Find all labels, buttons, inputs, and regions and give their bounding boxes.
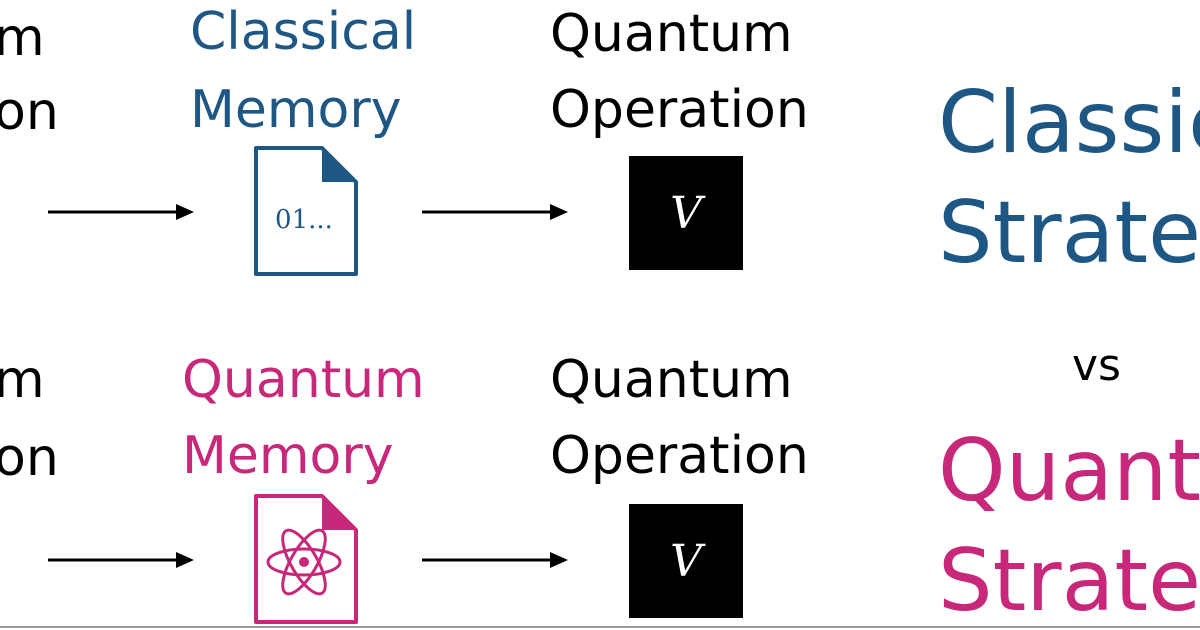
quantum-memory-label-line1: Quantum	[182, 350, 425, 410]
top-operation-box: V	[629, 156, 743, 270]
atom-document-icon	[254, 494, 358, 624]
document-text: 01...	[275, 205, 333, 235]
top-quantum-operation-line2: Operation	[550, 80, 809, 140]
bottom-left-arrow	[48, 552, 194, 568]
quantum-strategy-line2: Strateg	[938, 531, 1200, 630]
top-left-label-line1: m	[0, 8, 45, 68]
bottom-divider	[0, 626, 1200, 628]
bottom-middle-arrow	[422, 552, 568, 568]
classical-strategy-line2: Strateg	[938, 183, 1200, 283]
quantum-strategy-line1: Quantu	[938, 421, 1200, 521]
top-middle-arrow	[422, 204, 568, 220]
atom-icon	[266, 528, 342, 596]
bottom-operation-box: V	[629, 504, 743, 618]
bottom-left-label-line1: m	[0, 350, 45, 410]
top-quantum-operation-line1: Quantum	[550, 4, 793, 64]
top-operation-symbol: V	[670, 187, 702, 239]
bottom-operation-symbol: V	[670, 535, 702, 587]
classical-memory-label-line2: Memory	[190, 80, 402, 140]
bottom-quantum-operation-line1: Quantum	[550, 350, 793, 410]
top-left-label-line2: on	[0, 82, 59, 142]
top-left-arrow	[48, 204, 194, 220]
classical-strategy-line1: Classic	[938, 73, 1200, 173]
versus-label: vs	[1072, 340, 1121, 391]
quantum-memory-label-line2: Memory	[182, 426, 394, 486]
bottom-quantum-operation-line2: Operation	[550, 426, 809, 486]
document-icon: 01...	[254, 146, 358, 276]
bottom-left-label-line2: on	[0, 428, 59, 488]
classical-memory-label-line1: Classical	[190, 2, 417, 62]
